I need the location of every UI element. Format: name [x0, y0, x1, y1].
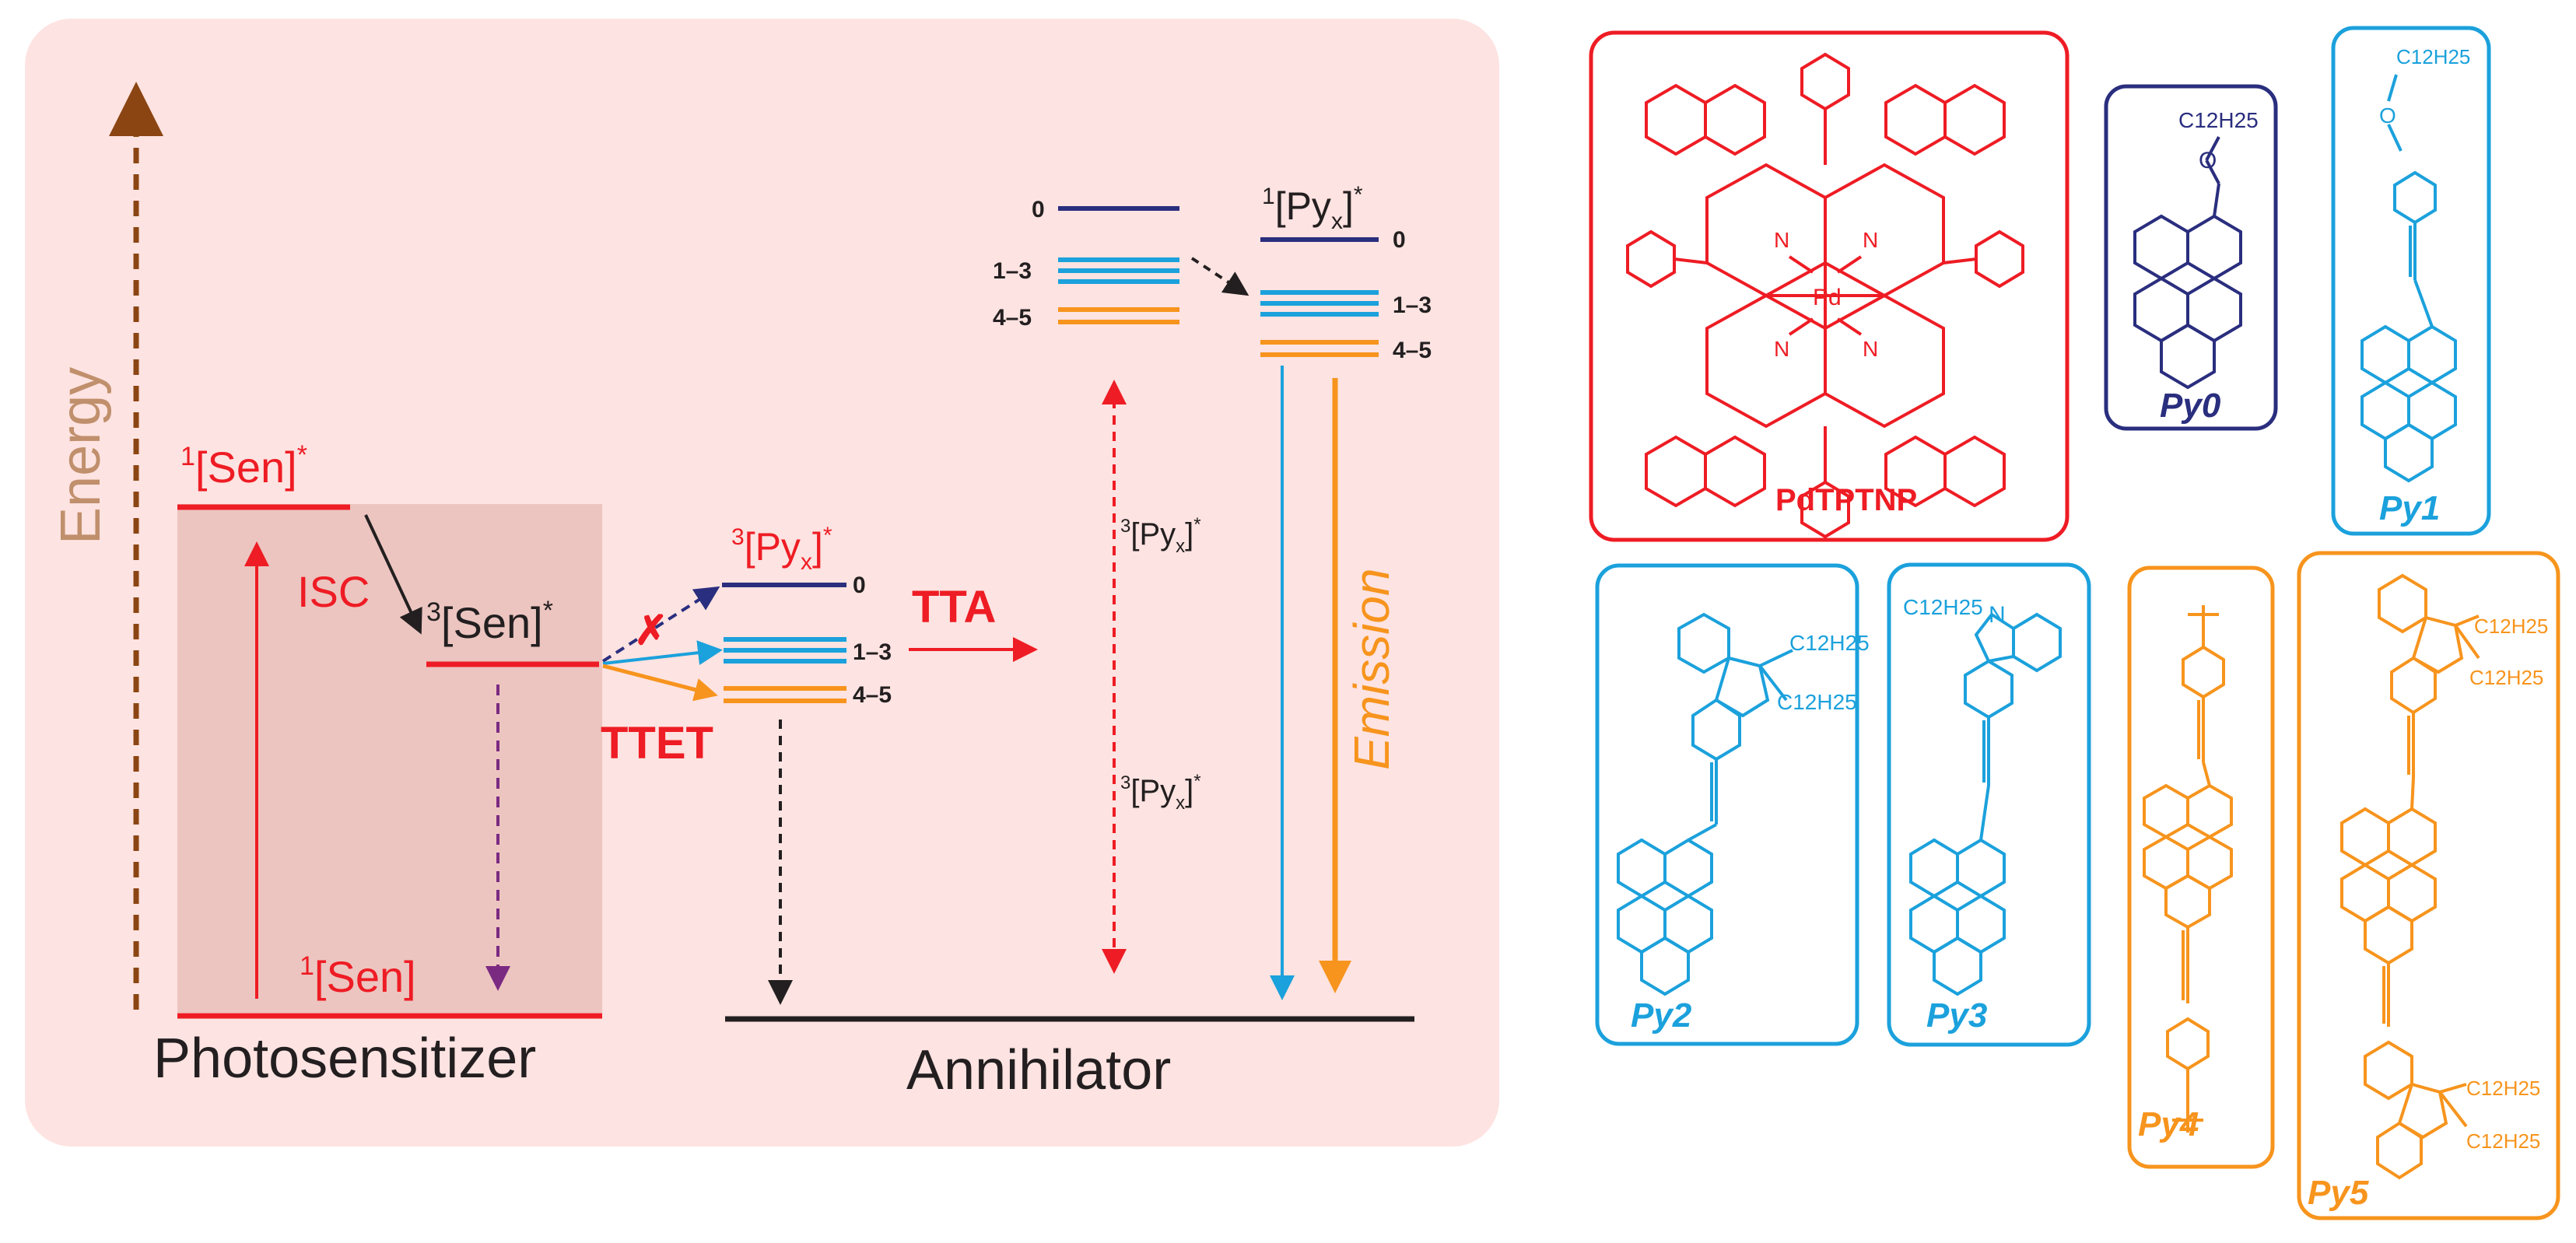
energy-label: Energy — [50, 367, 112, 544]
py3-n-atom: N — [1989, 602, 2006, 628]
ttet-blocked-mark: ✗ — [634, 608, 668, 653]
py2-box — [1595, 563, 1859, 1046]
molecule-py1: O C12H25 Py1 — [2331, 26, 2491, 536]
py-t1-mid-label-a: 3[Pyx]* — [1120, 514, 1201, 557]
py-t1-mid-label-b: 3[Pyx]* — [1120, 771, 1201, 814]
py-tl-levels-4-5 — [1058, 307, 1179, 324]
photosensitizer-label: Photosensitizer — [153, 1028, 536, 1090]
py1-box — [2331, 26, 2491, 536]
sen-s1-label: 1[Sen]* — [180, 440, 307, 492]
py1-name: Py1 — [2379, 489, 2440, 527]
py1-oxygen: O — [2379, 103, 2396, 128]
py-s1-levels-4-5 — [1260, 340, 1379, 357]
molecule-py3: N C12H25 Py3 — [1887, 562, 2091, 1047]
py-tl-level-label-0: 0 — [1032, 197, 1045, 222]
pdtptnp-center-atom: Pd — [1813, 285, 1842, 310]
py0-oxygen: O — [2199, 148, 2217, 173]
isc-arrow — [364, 514, 422, 635]
py1-substituent: C12H25 — [2396, 45, 2470, 68]
sen-s0-label: 1[Sen] — [300, 951, 416, 1001]
py5-box — [2297, 551, 2560, 1220]
py3-name: Py3 — [1926, 996, 1987, 1035]
py2-name: Py2 — [1631, 996, 1692, 1035]
py5-substituent-d: C12H25 — [2466, 1129, 2540, 1153]
ttet-cyan-arrow — [602, 640, 723, 666]
py4-name: Py4 — [2138, 1105, 2199, 1143]
isc-label: ISC — [297, 567, 370, 616]
pdtptnp-n-atom-4: N — [1863, 337, 1878, 361]
py-s1-label: 1[Pyx]* — [1262, 182, 1363, 234]
py3-box — [1887, 562, 2091, 1047]
py0-structure — [2133, 136, 2242, 390]
py3-substituent: C12H25 — [1903, 595, 1983, 619]
annihilator-label: Annihilator — [906, 1039, 1171, 1101]
py-tl-level-label-4-5: 4–5 — [993, 305, 1032, 331]
energy-diagram-panel: Energy 1[Sen]* 3[Sen]* 1[Sen] ISC Photos… — [25, 19, 1499, 1147]
pdtptnp-n-atom-3: N — [1774, 337, 1789, 361]
pdtptnp-n-atom-1: N — [1774, 228, 1789, 252]
py5-substituent-a: C12H25 — [2474, 614, 2548, 638]
py2-substituent-b: C12H25 — [1777, 690, 1857, 714]
py4-structure — [2143, 605, 2233, 1133]
py5-structure — [2340, 573, 2480, 1180]
molecule-pdtptnp: N N N N Pd PdTPTNP — [1589, 30, 2070, 542]
py0-substituent: C12H25 — [2178, 108, 2259, 132]
py2-substituent-a: C12H25 — [1789, 631, 1870, 655]
internal-conversion-arrow — [1190, 257, 1249, 296]
emission-label: Emission — [1344, 568, 1400, 770]
py2-structure — [1617, 612, 1793, 996]
py-s1-levels-1-3 — [1260, 290, 1379, 317]
py5-name: Py5 — [2308, 1174, 2369, 1212]
py-tl-level-label-1-3: 1–3 — [993, 258, 1032, 284]
py-s1-level-label-4-5: 4–5 — [1393, 338, 1432, 363]
py-t1-levels-1-3 — [724, 637, 846, 664]
ttet-label: TTET — [601, 718, 713, 769]
py-tl-levels-1-3 — [1058, 257, 1179, 284]
molecule-py5: C12H25 C12H25 C12H25 C12H25 Py5 — [2297, 551, 2560, 1220]
py5-substituent-c: C12H25 — [2466, 1077, 2540, 1100]
ttet-orange-arrow — [602, 664, 718, 702]
photosensitizer-shade — [177, 504, 602, 1013]
pdtptnp-name: PdTPTNP — [1775, 483, 1917, 517]
py-s1-level-label-0: 0 — [1393, 227, 1406, 253]
py0-box — [2104, 84, 2278, 431]
molecule-py0: O C12H25 Py0 — [2104, 84, 2278, 431]
molecule-py4: Py4 — [2127, 565, 2275, 1169]
molecule-py2: C12H25 C12H25 Py2 — [1595, 563, 1870, 1046]
py-t1-level-label-0: 0 — [853, 572, 866, 598]
py3-structure — [1909, 612, 2062, 996]
py4-box — [2127, 565, 2275, 1169]
py-t1-label: 3[Pyx]* — [731, 523, 832, 575]
ttet-blocked-arrow — [601, 586, 720, 663]
py-t1-level-label-1-3: 1–3 — [853, 639, 892, 665]
pdtptnp-structure — [1626, 52, 2024, 539]
sen-t1-label: 3[Sen]* — [426, 596, 553, 647]
tta-label: TTA — [912, 582, 996, 632]
py-s1-level-label-1-3: 1–3 — [1393, 292, 1432, 318]
py-t1-levels-4-5 — [724, 686, 846, 703]
py1-structure — [2360, 74, 2457, 483]
pdtptnp-n-atom-2: N — [1863, 228, 1878, 252]
py5-substituent-b: C12H25 — [2469, 666, 2543, 689]
py-t1-level-label-4-5: 4–5 — [853, 682, 892, 708]
py0-name: Py0 — [2160, 387, 2221, 425]
pdtptnp-box — [1589, 30, 2070, 542]
